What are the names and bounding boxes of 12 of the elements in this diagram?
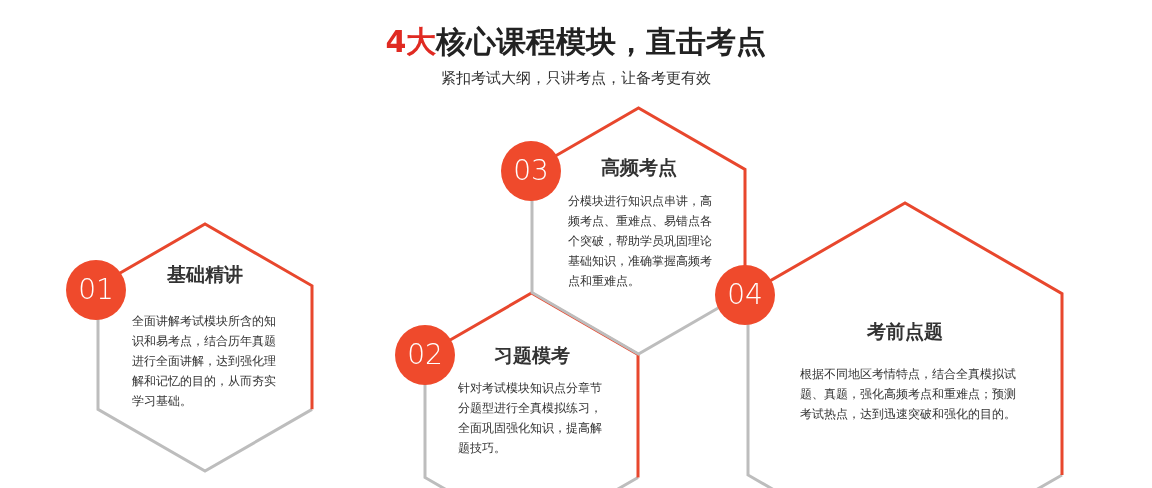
number-badge: 03 bbox=[501, 141, 561, 201]
module-description: 根据不同地区考情特点，结合全真模拟试题、真题，强化高频考点和重难点；预测考试热点，达到迅速突破和强化的目的。 bbox=[800, 366, 1017, 423]
heading: 4大核心课程模块，直击考点 bbox=[384, 23, 768, 61]
module-title: 考前点题 bbox=[866, 319, 944, 344]
module-description: 针对考试模块知识点分章节分题型进行全真模拟练习，全面巩固强化知识，提高解题技巧。 bbox=[458, 380, 603, 457]
number-badge: 04 bbox=[715, 265, 775, 325]
module-description: 分模块进行知识点串讲，高频考点、重难点、易错点各个突破，帮助学员巩固理论基础知识，准确掌握高频考点和重难点。 bbox=[568, 193, 713, 290]
module-description: 全面讲解考试模块所含的知识和易考点，结合历年真题进行全面讲解，达到强化理解和记忆的目的，从而夯实学习基础。 bbox=[132, 313, 277, 410]
number-badge: 02 bbox=[395, 325, 455, 385]
number-badge: 01 bbox=[66, 260, 126, 320]
subheading: 紧扣考试大纲，只讲考点，让备考更有效 bbox=[440, 69, 712, 88]
module-title: 基础精讲 bbox=[166, 262, 244, 287]
